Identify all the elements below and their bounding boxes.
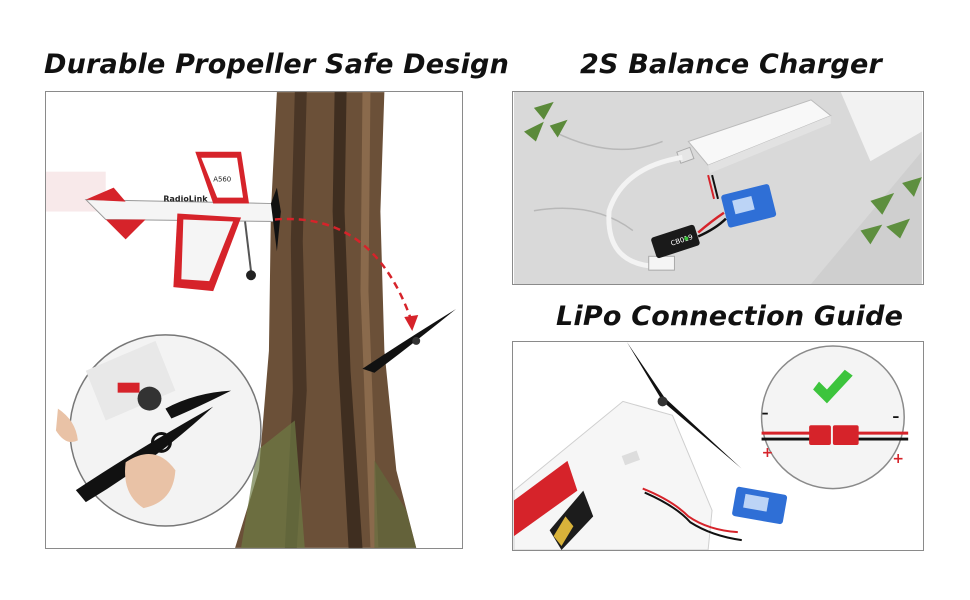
polarity-negative-right: – xyxy=(892,409,899,425)
propeller-illustration: RadioLink A560 xyxy=(46,92,462,548)
plant-right xyxy=(860,177,922,245)
arrow-icon xyxy=(274,217,414,324)
connector-detail-inset: – + – + xyxy=(760,345,909,490)
polarity-negative-left: – xyxy=(762,405,769,421)
plant-left xyxy=(524,101,568,142)
lipo-battery xyxy=(721,184,777,228)
propeller-panel-title: Durable Propeller Safe Design xyxy=(44,49,509,80)
lipo-panel: – + – + xyxy=(512,341,924,551)
loose-propeller xyxy=(362,309,457,373)
check-icon xyxy=(813,369,853,404)
polarity-positive-left: + xyxy=(762,445,774,461)
charger-panel: CB019 xyxy=(512,91,924,285)
balance-charger-module: CB019 xyxy=(651,224,700,259)
plane-brand-text: RadioLink xyxy=(163,195,208,204)
power-bank xyxy=(676,99,832,174)
airplane: RadioLink A560 xyxy=(46,151,281,292)
propeller-detail-inset xyxy=(55,334,262,527)
propeller-panel: RadioLink A560 xyxy=(45,91,463,549)
lipo-battery-small xyxy=(732,486,788,525)
polarity-positive-right: + xyxy=(892,451,904,467)
charger-illustration: CB019 xyxy=(514,92,922,284)
airplane-fuselage xyxy=(513,400,713,550)
lipo-panel-title: LiPo Connection Guide xyxy=(556,301,904,332)
plane-model-text: A560 xyxy=(213,176,231,184)
charger-panel-title: 2S Balance Charger xyxy=(580,49,882,80)
tree-trunk xyxy=(235,92,417,548)
lipo-illustration: – + – + xyxy=(513,342,923,550)
